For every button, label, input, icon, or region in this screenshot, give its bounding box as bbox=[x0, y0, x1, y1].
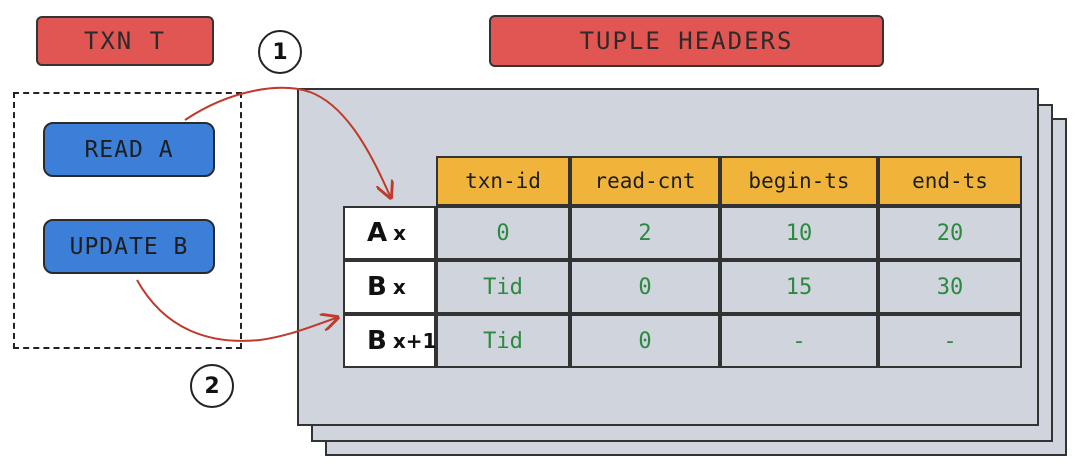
txn-label: TXN T bbox=[36, 16, 214, 66]
row-label-sub: x bbox=[392, 275, 406, 299]
cell-a-x-read-cnt: 2 bbox=[570, 206, 720, 260]
row-label-name: A bbox=[367, 218, 388, 248]
update-b-operation: UPDATE B bbox=[43, 219, 215, 274]
cell-b-x-read-cnt: 0 bbox=[570, 260, 720, 314]
cell-b-x1-begin-ts: - bbox=[720, 314, 878, 368]
row-label-name: B bbox=[367, 272, 387, 302]
row-label-sub: x+1 bbox=[392, 329, 437, 353]
cell-b-x1-txn-id: Tid bbox=[436, 314, 570, 368]
cell-b-x-txn-id: Tid bbox=[436, 260, 570, 314]
cell-b-x1-end-ts: - bbox=[878, 314, 1022, 368]
cell-a-x-end-ts: 20 bbox=[878, 206, 1022, 260]
cell-b-x-begin-ts: 15 bbox=[720, 260, 878, 314]
tuple-headers-label: TUPLE HEADERS bbox=[489, 15, 884, 67]
step-badge-1: 1 bbox=[258, 30, 302, 74]
row-label-name: B bbox=[367, 326, 387, 356]
cell-a-x-txn-id: 0 bbox=[436, 206, 570, 260]
cell-a-x-begin-ts: 10 bbox=[720, 206, 878, 260]
cell-b-x1-read-cnt: 0 bbox=[570, 314, 720, 368]
transaction-box bbox=[13, 92, 242, 349]
step-badge-2: 2 bbox=[190, 364, 234, 408]
column-header-read-cnt: read-cnt bbox=[570, 156, 720, 206]
row-label-sub: x bbox=[393, 221, 407, 245]
column-header-end-ts: end-ts bbox=[878, 156, 1022, 206]
column-header-begin-ts: begin-ts bbox=[720, 156, 878, 206]
column-header-txn-id: txn-id bbox=[436, 156, 570, 206]
cell-b-x-end-ts: 30 bbox=[878, 260, 1022, 314]
